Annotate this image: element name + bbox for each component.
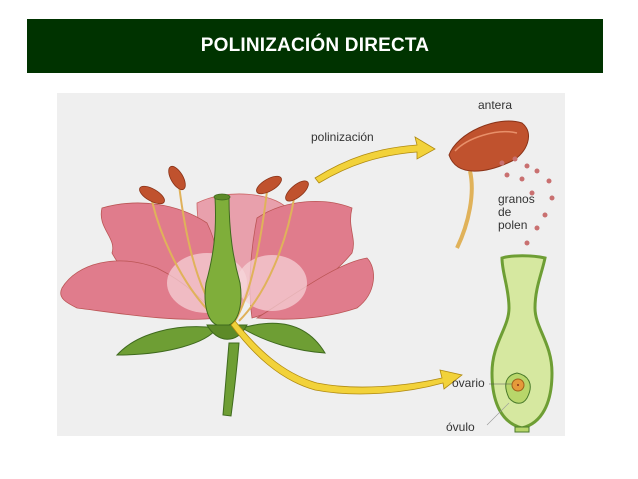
pollen-grains [499, 156, 555, 246]
pollination-diagram: polinización antera granos de polen ovar… [57, 93, 565, 436]
label-pollen-line3: polen [498, 218, 528, 232]
anther-detail [448, 120, 530, 249]
pistil-cross-section [486, 254, 554, 433]
label-ovary: ovario [452, 376, 485, 390]
pollination-arrow [314, 136, 436, 184]
label-anther: antera [478, 98, 513, 112]
slide-title: POLINIZACIÓN DIRECTA [200, 35, 430, 56]
label-pollination: polinización [311, 130, 374, 144]
label-ovule: óvulo [446, 420, 475, 434]
flower-anthers [139, 165, 309, 205]
flower-stem [222, 342, 240, 417]
label-pollen-line1: granos [498, 192, 535, 206]
flower-sepals [115, 322, 326, 356]
title-bar: POLINIZACIÓN DIRECTA [27, 19, 603, 73]
label-pollen-line2: de [498, 205, 512, 219]
ovary-arrow [230, 320, 463, 395]
